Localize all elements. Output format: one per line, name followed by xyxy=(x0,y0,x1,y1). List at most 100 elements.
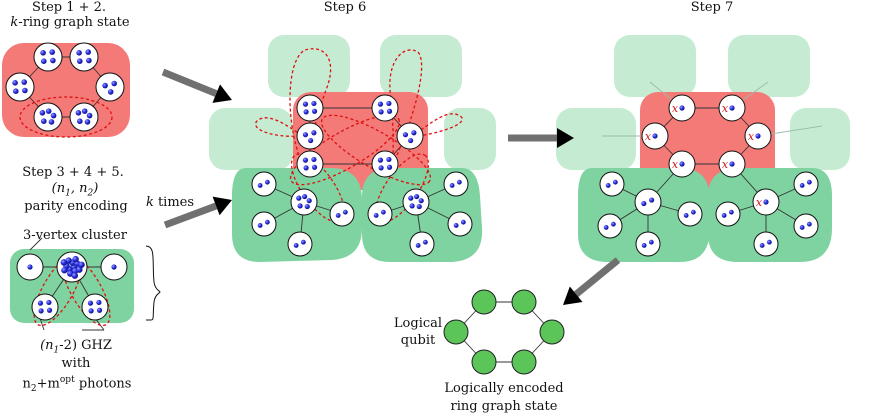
photon-dot xyxy=(755,133,761,139)
photon-dot xyxy=(386,100,392,107)
photon-dot xyxy=(107,89,114,95)
photon-dot xyxy=(456,179,462,185)
photon-dot xyxy=(721,213,727,218)
parity-encoding-label: parity encoding xyxy=(24,199,128,214)
photon-dot xyxy=(84,119,91,125)
photon-dot xyxy=(652,133,658,139)
photon-dot xyxy=(378,109,384,115)
arrow-k-times-shaft xyxy=(163,202,218,229)
photon-dot xyxy=(86,112,93,119)
cluster-vertex xyxy=(31,293,59,321)
photon-dot xyxy=(12,80,18,86)
cluster-vertex xyxy=(329,201,355,227)
arrow-step7-to-logical-head xyxy=(563,286,583,305)
photon-dot xyxy=(311,156,317,163)
photon-dot xyxy=(41,58,47,64)
cluster-vertex xyxy=(251,171,277,197)
photon-dot xyxy=(86,57,92,64)
photon-dot xyxy=(302,132,309,138)
photon-dot xyxy=(335,213,341,218)
photon-dot xyxy=(257,183,263,188)
photon-dot xyxy=(46,299,52,306)
logical-qubit-node xyxy=(471,349,497,375)
photon-dot xyxy=(60,259,67,266)
arrow-step12-to-6-head xyxy=(212,84,232,103)
photon-dot xyxy=(39,110,46,116)
photon-dot xyxy=(648,239,654,245)
photon-dot xyxy=(377,157,384,163)
dashed-fusion-ellipse xyxy=(289,114,401,186)
photon-dot xyxy=(690,209,696,215)
cluster-label: 3-vertex cluster xyxy=(23,228,127,243)
photon-dot xyxy=(61,267,68,274)
photon-dot xyxy=(799,225,805,230)
photon-dot xyxy=(308,137,314,144)
cluster-vertex xyxy=(597,213,623,239)
cluster-vertex xyxy=(443,171,469,197)
cluster-vertex xyxy=(753,231,779,257)
logical-qubit-node xyxy=(511,349,537,375)
photon-dot xyxy=(304,203,310,210)
neighbor-block-light xyxy=(556,108,636,170)
ghz-label: (n1-2) GHZ xyxy=(40,338,112,356)
cluster-vertex xyxy=(599,171,625,197)
ring-vertex xyxy=(296,122,324,150)
photon-dot xyxy=(264,179,270,185)
photon-dot xyxy=(81,108,88,114)
photon-dot xyxy=(641,243,647,248)
step12-title: Step 1 + 2. xyxy=(31,0,107,15)
photon-dot xyxy=(610,221,616,227)
cluster-vertex xyxy=(793,213,819,239)
cluster-center-vertex xyxy=(402,188,430,216)
cluster-center-vertex xyxy=(634,188,662,216)
ring-vertex xyxy=(69,42,99,72)
ring-vertex xyxy=(296,94,324,122)
photon-dot xyxy=(408,137,414,144)
logical-qubit-node xyxy=(511,289,537,315)
dashed-fusion-loop xyxy=(289,48,332,171)
dashed-fusion-loop xyxy=(417,113,463,137)
x-measurement-mark: x xyxy=(672,102,679,115)
photon-dot xyxy=(46,307,53,313)
photon-dot xyxy=(453,223,459,228)
ring-vertex xyxy=(296,150,324,178)
photon-dot xyxy=(297,203,303,209)
cluster-pointer xyxy=(29,237,43,251)
photon-dot xyxy=(293,243,299,248)
photon-dot xyxy=(264,219,270,225)
photon-dot xyxy=(77,118,83,124)
x-measurement-mark: x xyxy=(672,158,679,171)
cluster-vertex xyxy=(677,201,703,227)
photon-dot xyxy=(303,165,309,171)
photon-dot xyxy=(72,255,79,263)
photon-dot xyxy=(48,119,55,125)
fusion-pair-ellipse xyxy=(19,96,113,138)
photon-dot xyxy=(460,219,466,225)
photon-dot xyxy=(729,105,735,111)
photon-dot xyxy=(302,101,309,107)
neighbor-block-light xyxy=(444,108,496,170)
ring-vertex xyxy=(371,94,399,122)
photons-label: n2+mopt photons xyxy=(22,375,132,394)
photon-dot xyxy=(373,213,379,218)
photon-dot xyxy=(38,308,44,314)
photon-dot xyxy=(763,199,769,205)
dashed-fusion-ellipse xyxy=(320,114,432,186)
encoded-ring-label-2: ring graph state xyxy=(450,399,558,414)
photon-dot xyxy=(65,257,72,264)
photon-dot xyxy=(303,109,309,115)
logical-qubit-label-2: qubit xyxy=(400,333,436,348)
ring-vertex xyxy=(5,72,35,102)
photon-dot xyxy=(306,198,312,204)
photon-dot xyxy=(378,165,384,171)
photon-dot xyxy=(402,132,409,138)
photon-dot xyxy=(50,112,57,119)
photon-dot xyxy=(386,108,393,114)
logical-qubit-node xyxy=(539,319,565,345)
photon-dot xyxy=(302,157,309,163)
neighbor-block-light xyxy=(209,108,293,170)
photon-dot xyxy=(408,195,414,201)
photon-dot xyxy=(679,161,685,167)
photon-dot xyxy=(96,299,102,306)
